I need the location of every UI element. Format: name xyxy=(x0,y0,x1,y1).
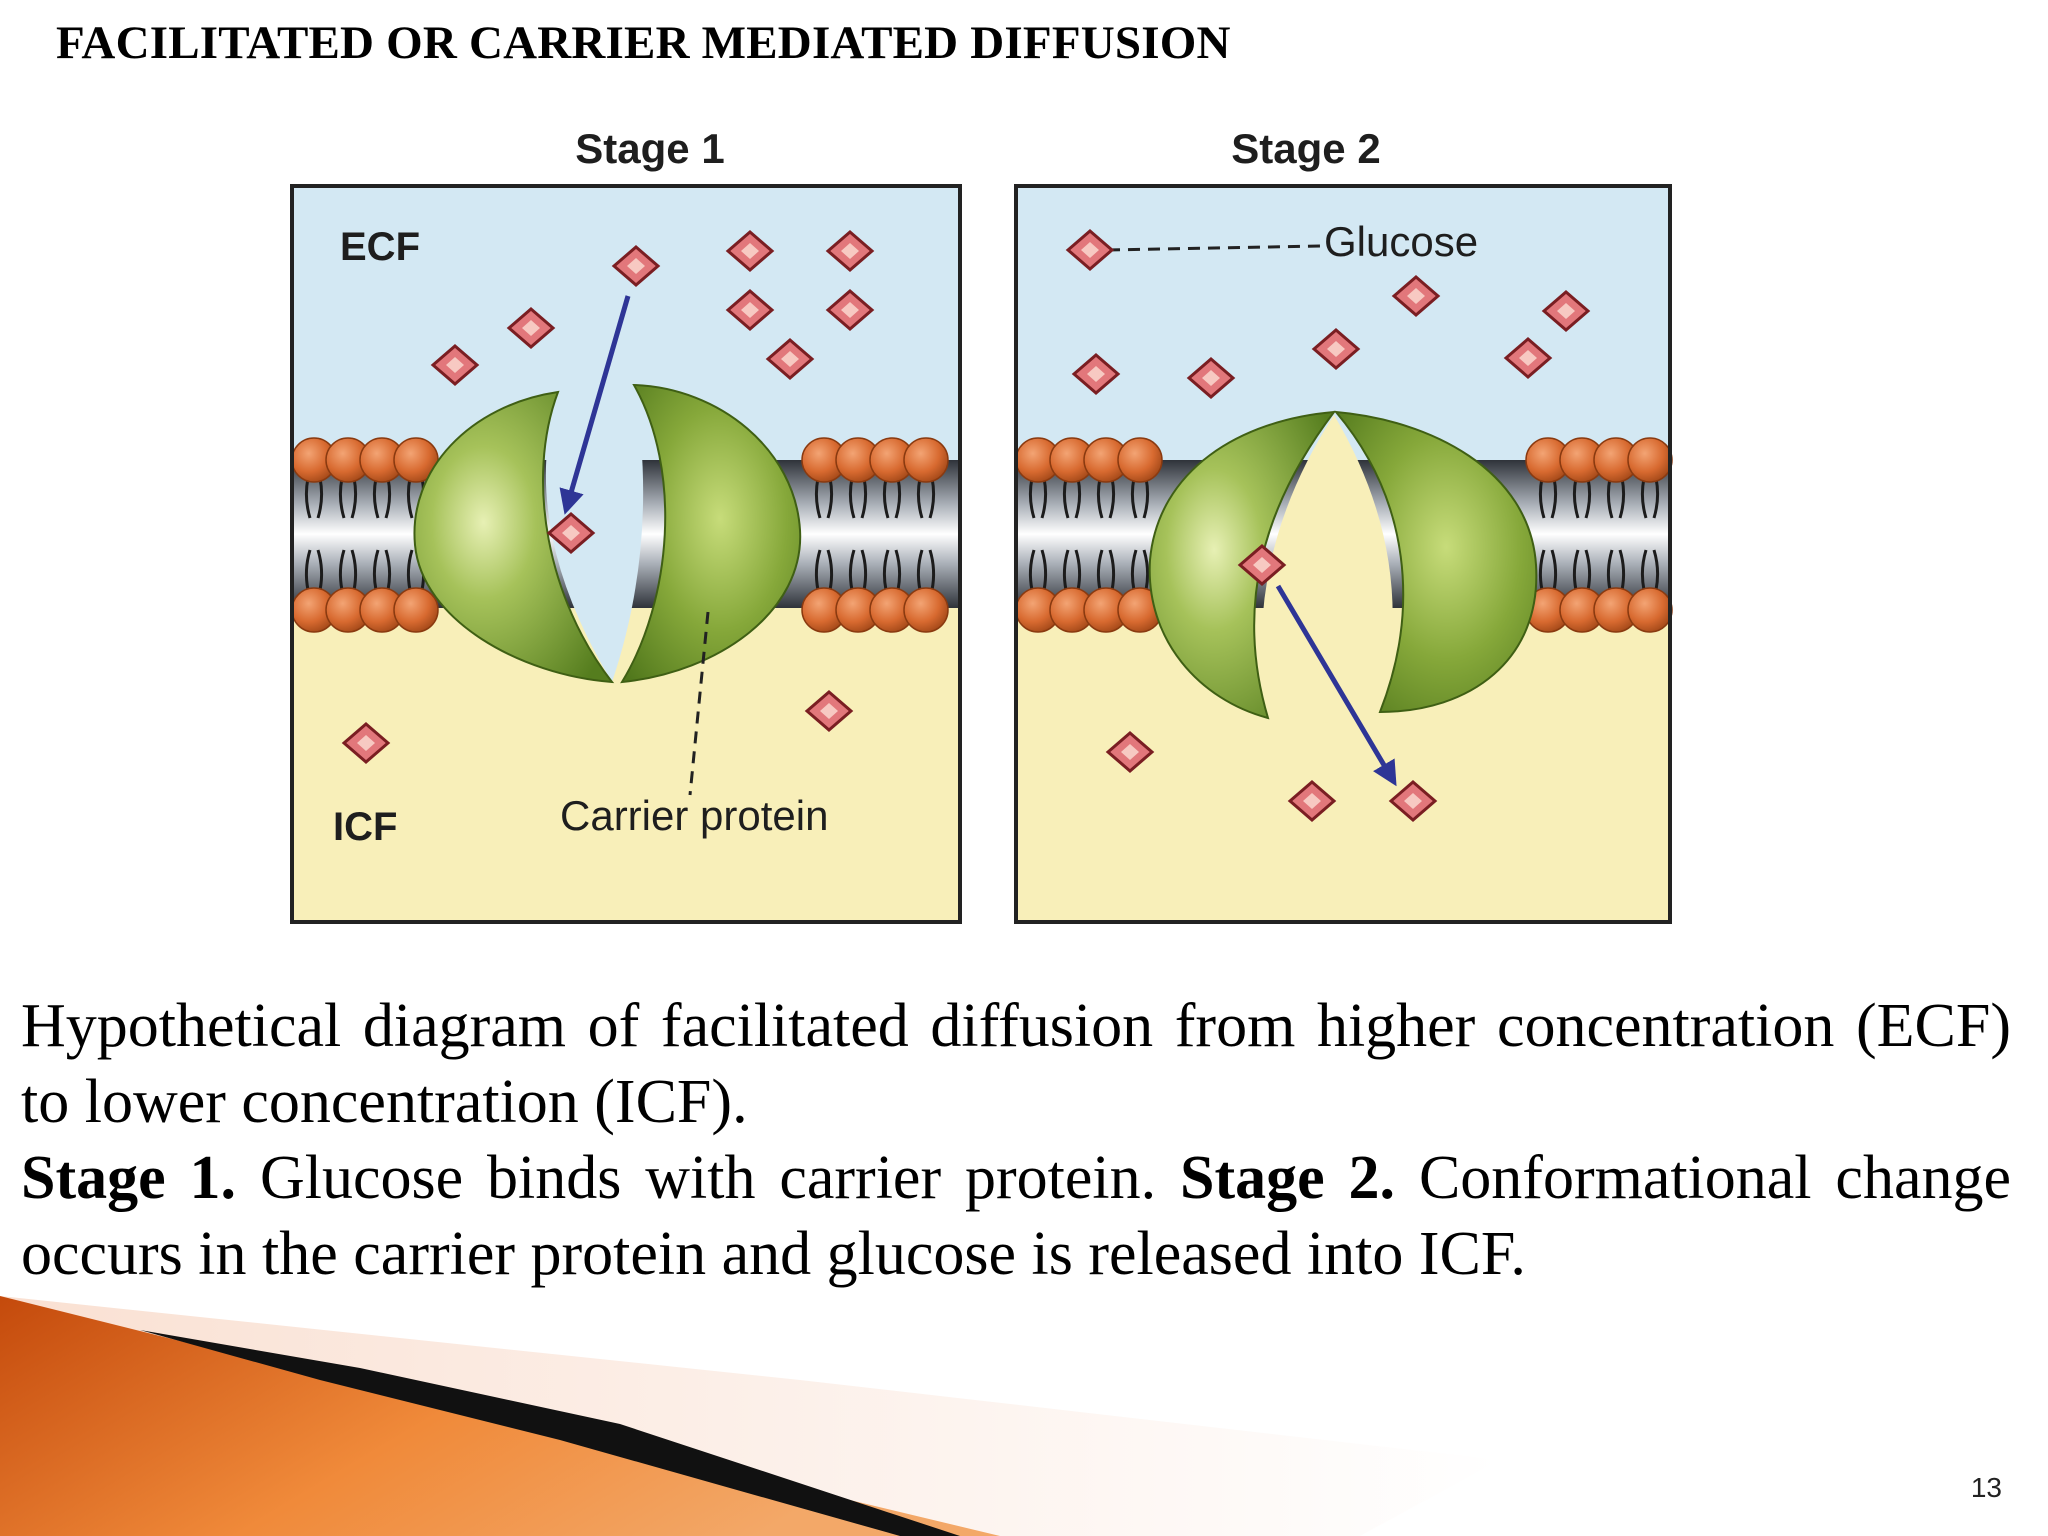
glucose-molecule-highlight xyxy=(781,351,799,367)
glucose-pointer xyxy=(1107,244,1323,252)
carrier-protein-right-half xyxy=(1333,410,1538,714)
glucose-molecule-highlight xyxy=(522,320,540,336)
stage2-panel: Glucose xyxy=(1014,184,1673,924)
lipid-tail xyxy=(338,549,358,591)
lipid-tail xyxy=(1640,549,1660,591)
stage2-text: Conformational change occurs in the carr… xyxy=(21,1144,2011,1288)
lipid-tail xyxy=(304,549,324,591)
glucose-molecules-stage2 xyxy=(1065,229,1591,822)
carrier-protein-left-half xyxy=(413,390,615,684)
stage1-bold: Stage 1. xyxy=(21,1144,237,1212)
icf-label: ICF xyxy=(333,805,397,849)
glucose-molecule-highlight xyxy=(446,357,464,373)
lipid-tail xyxy=(1096,549,1116,591)
glucose-molecule-highlight xyxy=(1327,341,1345,357)
ecf-label: ECF xyxy=(340,225,420,269)
lipid-head xyxy=(393,587,439,633)
lipid-head xyxy=(1117,437,1163,483)
stage2-bold: Stage 2. xyxy=(1180,1144,1396,1212)
lipid-tail xyxy=(848,549,868,591)
stage1-label: Stage 1 xyxy=(575,125,724,172)
lipid-tail xyxy=(1028,549,1048,591)
glucose-molecule-highlight xyxy=(741,243,759,259)
stage1-text: Glucose binds with carrier protein. xyxy=(236,1144,1180,1212)
glucose-molecule-highlight xyxy=(562,525,580,541)
lipid-tail xyxy=(882,549,902,591)
lipid-tail xyxy=(1538,549,1558,591)
glucose-molecule-highlight xyxy=(1081,242,1099,258)
lipid-tail xyxy=(1130,549,1150,591)
lipid-tail xyxy=(916,549,936,591)
caption-stages: Stage 1. Glucose binds with carrier prot… xyxy=(21,1140,2011,1292)
glucose-molecule-highlight xyxy=(627,258,645,274)
stage1-panel: ECF ICF Carrier protein xyxy=(290,184,962,924)
glucose-molecule-highlight xyxy=(1087,366,1105,382)
lipid-tail xyxy=(1606,549,1626,591)
glucose-molecule-highlight xyxy=(841,302,859,318)
release-arrow xyxy=(1275,584,1397,787)
glucose-molecules-stage1 xyxy=(341,230,875,764)
caption: Hypothetical diagram of facilitated diff… xyxy=(21,988,2011,1292)
glucose-molecule-highlight xyxy=(841,243,859,259)
glucose-molecule-highlight xyxy=(1404,793,1422,809)
glucose-molecule-highlight xyxy=(820,703,838,719)
binding-arrow xyxy=(559,295,631,515)
carrier-protein-pointer xyxy=(688,611,710,796)
lipid-tail xyxy=(1572,549,1592,591)
glucose-label: Glucose xyxy=(1324,218,1478,265)
glucose-molecule-highlight xyxy=(1253,557,1271,573)
glucose-molecule-highlight xyxy=(1202,370,1220,386)
glucose-molecule-highlight xyxy=(1519,350,1537,366)
lipid-tail xyxy=(372,549,392,591)
membrane-bilayer xyxy=(1015,437,1673,633)
lipid-tail xyxy=(814,549,834,591)
caption-line-1: Hypothetical diagram of facilitated diff… xyxy=(21,992,2011,1136)
glucose-molecule-highlight xyxy=(741,302,759,318)
glucose-molecule-highlight xyxy=(1557,303,1575,319)
carrier-protein-right-half xyxy=(620,383,802,684)
glucose-molecule-highlight xyxy=(1303,793,1321,809)
lipid-head xyxy=(903,587,949,633)
stage2-label: Stage 2 xyxy=(1231,125,1380,172)
page-number: 13 xyxy=(1970,1472,2002,1503)
facilitated-diffusion-diagram: Stage 1 Stage 2 ECF ICF Carrier protein xyxy=(290,125,1673,924)
glucose-molecule-highlight xyxy=(1407,288,1425,304)
lipid-head xyxy=(903,437,949,483)
lipid-tail xyxy=(1062,549,1082,591)
carrier-protein-label: Carrier protein xyxy=(560,792,828,839)
glucose-molecule-highlight xyxy=(1121,744,1139,760)
slide-title: FACILITATED OR CARRIER MEDIATED DIFFUSIO… xyxy=(56,17,1231,69)
glucose-molecule-highlight xyxy=(357,735,375,751)
